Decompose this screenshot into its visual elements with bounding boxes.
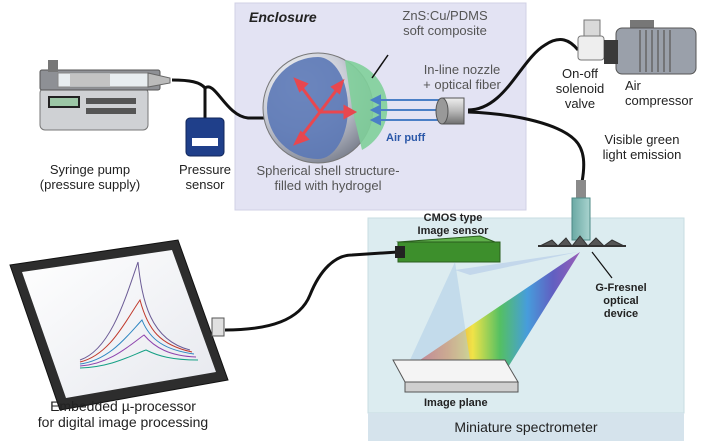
- solenoid-valve: [577, 19, 605, 61]
- emission-line-2: light emission: [602, 147, 682, 162]
- valve-label: On-off solenoid valve: [540, 66, 620, 111]
- shell-label: Spherical shell structure- filled with h…: [238, 163, 418, 193]
- nozzle-label: In-line nozzle + optical fiber: [400, 62, 524, 92]
- fresnel-label: G-Fresnel optical device: [586, 282, 656, 321]
- processor-label: Embedded µ-processor for digital image p…: [8, 398, 238, 430]
- inline-nozzle: [435, 97, 465, 125]
- emission-line-1: Visible green: [604, 132, 680, 147]
- pressure-sensor: [185, 117, 225, 157]
- emission-label: Visible green light emission: [580, 132, 704, 162]
- sensor-line-2: sensor: [185, 177, 225, 192]
- syringe-line-1: Syringe pump: [49, 162, 131, 177]
- air-puff-label: Air puff: [386, 132, 426, 144]
- g-fresnel-device: [538, 235, 626, 247]
- cable-sensor-sphere: [204, 85, 268, 120]
- image-plane-label: Image plane: [424, 397, 488, 409]
- spherical-shell: [262, 52, 388, 164]
- compressor-label: Air compressor: [625, 78, 693, 108]
- valve-line-2: solenoid: [555, 81, 605, 96]
- enclosure-title: Enclosure: [249, 9, 317, 25]
- spectrometer-label: Miniature spectrometer: [454, 419, 598, 435]
- syringe-pump: [39, 60, 171, 131]
- nozzle-line-2: + optical fiber: [423, 77, 501, 92]
- cmos-line-2: Image sensor: [417, 225, 489, 237]
- cmos-sensor: [395, 235, 501, 263]
- light-cone-to-sensor: [455, 252, 578, 275]
- cmos-line-1: CMOS type: [423, 212, 483, 224]
- cable-nozzle-valve: [467, 38, 580, 112]
- composite-line-2: soft composite: [403, 23, 487, 38]
- syringe-label: Syringe pump (pressure supply): [20, 162, 160, 192]
- air-puff-arrows: [369, 94, 440, 126]
- valve-line-1: On-off: [562, 66, 598, 81]
- cmos-label: CMOS type Image sensor: [408, 212, 498, 238]
- fresnel-line-1: G-Fresnel: [595, 282, 647, 294]
- compressor-line-2: compressor: [625, 93, 693, 108]
- tablet-processor: [9, 239, 229, 411]
- shell-line-1: Spherical shell structure-: [256, 163, 400, 178]
- optical-fiber-probe: [571, 180, 591, 241]
- fresnel-line-3: device: [603, 308, 639, 320]
- compressor-line-1: Air: [625, 78, 641, 93]
- valve-line-3: valve: [564, 96, 596, 111]
- nozzle-line-1: In-line nozzle: [423, 62, 501, 77]
- image-plane: [392, 359, 519, 393]
- cable-nozzle-fiber: [467, 110, 586, 183]
- air-compressor: [604, 20, 697, 75]
- syringe-line-2: (pressure supply): [39, 177, 141, 192]
- fresnel-line-2: optical: [603, 295, 639, 307]
- sensor-label: Pressure sensor: [168, 162, 242, 192]
- cable-tablet-sensor: [224, 250, 399, 332]
- spectrum-rays: [410, 252, 580, 380]
- composite-label: ZnS:Cu/PDMS soft composite: [370, 8, 520, 38]
- composite-pointer: [371, 54, 389, 79]
- composite-line-1: ZnS:Cu/PDMS: [402, 8, 488, 23]
- processor-line-2: for digital image processing: [37, 414, 209, 430]
- red-arrows: [292, 77, 358, 146]
- processor-line-1: Embedded µ-processor: [50, 398, 196, 414]
- cable-syringe-sensor: [171, 78, 207, 118]
- shell-line-2: filled with hydrogel: [274, 178, 382, 193]
- fresnel-pointer: [591, 251, 613, 279]
- spectrometer-label-bar: [368, 413, 684, 441]
- sensor-line-1: Pressure: [178, 162, 232, 177]
